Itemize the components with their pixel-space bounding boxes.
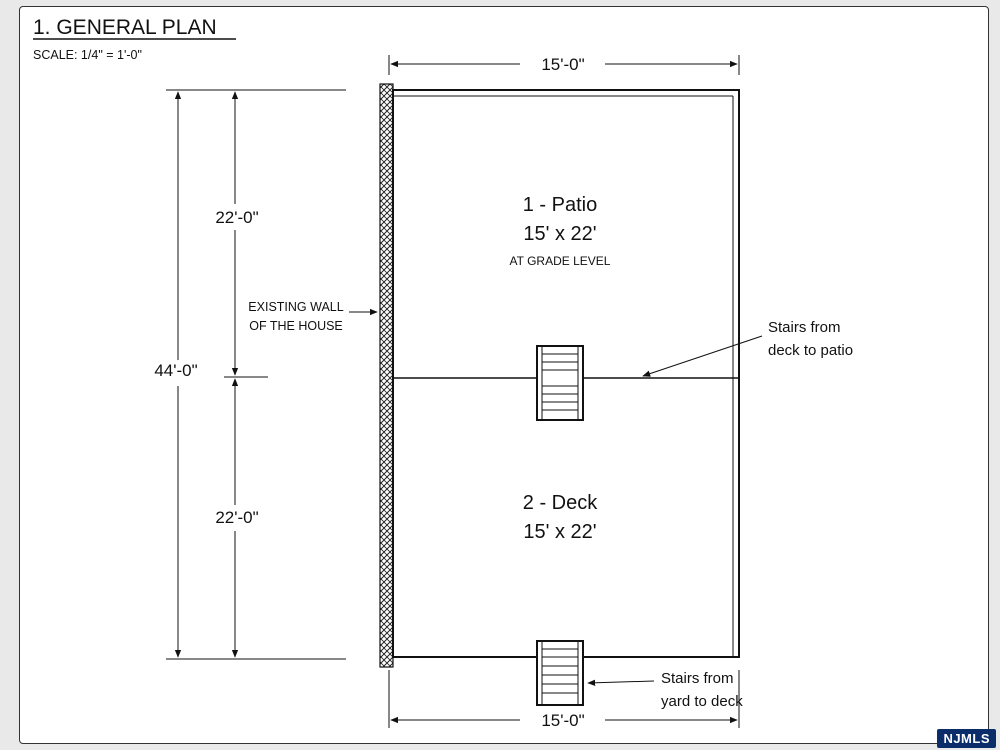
drawing-frame bbox=[19, 6, 989, 744]
top-width-label: 15'-0" bbox=[541, 55, 584, 74]
deck-name-label: 2 - Deck bbox=[523, 492, 598, 514]
existing-house-wall bbox=[379, 83, 394, 668]
stairs-yard-callout-arrow bbox=[587, 679, 655, 686]
deck-size-label: 15' x 22' bbox=[523, 521, 596, 543]
bottom-width-dimension bbox=[388, 670, 740, 728]
existing-wall-label-line2: OF THE HOUSE bbox=[249, 319, 343, 333]
njmls-watermark-text: NJMLS bbox=[937, 729, 996, 748]
existing-wall-label-line1: EXISTING WALL bbox=[248, 300, 343, 314]
stairs-deck-callout-line2: deck to patio bbox=[768, 342, 853, 359]
njmls-watermark: NJMLS bbox=[937, 729, 996, 748]
patio-name-label: 1 - Patio bbox=[523, 194, 597, 216]
bottom-width-label: 15'-0" bbox=[541, 711, 584, 730]
plan-title: 1. GENERAL PLAN bbox=[33, 16, 217, 39]
stairs-deck-callout-arrow bbox=[642, 335, 763, 377]
patio-size-label: 15' x 22' bbox=[523, 223, 596, 245]
stairs-yard-to-deck bbox=[536, 640, 584, 706]
upper-length-label: 22'-0" bbox=[215, 208, 258, 227]
total-length-label: 44'-0" bbox=[154, 361, 197, 380]
top-width-dimension bbox=[388, 55, 740, 75]
patio-note-label: AT GRADE LEVEL bbox=[510, 254, 611, 268]
stairs-yard-callout-line2: yard to deck bbox=[661, 693, 743, 710]
stairs-deck-callout-line1: Stairs from bbox=[768, 319, 841, 336]
stairs-yard-callout-line1: Stairs from bbox=[661, 670, 734, 687]
scale-label: SCALE: 1/4" = 1'-0" bbox=[33, 48, 142, 62]
lower-length-label: 22'-0" bbox=[215, 508, 258, 527]
stairs-deck-to-patio bbox=[536, 345, 584, 421]
